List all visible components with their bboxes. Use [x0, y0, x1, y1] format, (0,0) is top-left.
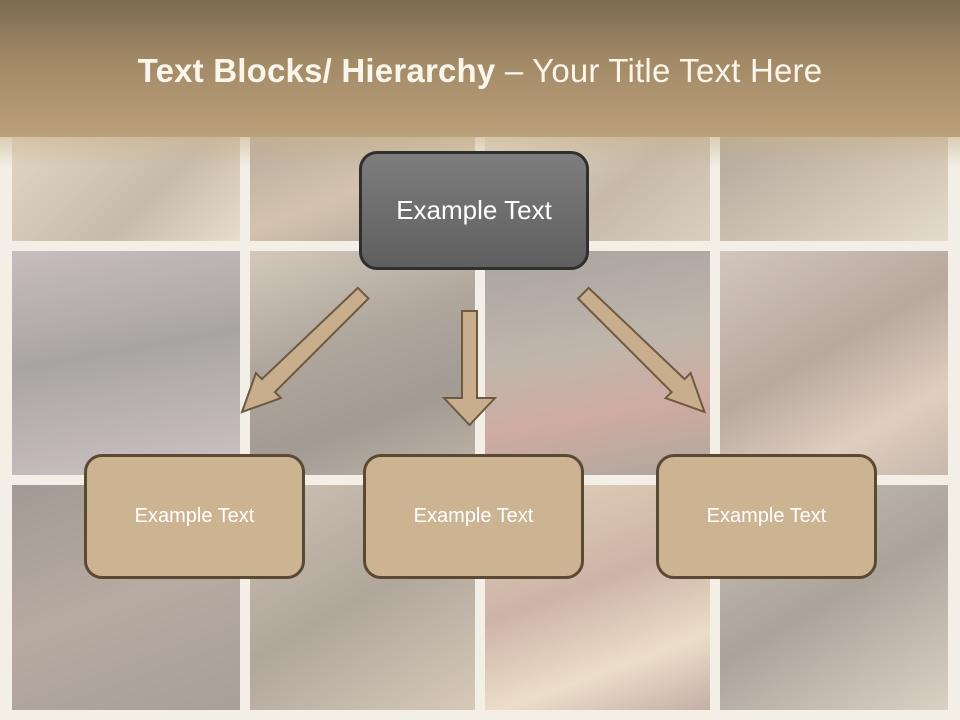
- photo-tile: [720, 251, 948, 475]
- child-box-label: Example Text: [134, 505, 255, 527]
- photo-tile: [12, 251, 240, 475]
- top-level-box: Example Text: [359, 151, 589, 270]
- child-box-right: Example Text: [656, 454, 877, 579]
- slide-title: Text Blocks/ Hierarchy – Your Title Text…: [0, 52, 960, 90]
- child-box-label: Example Text: [413, 505, 534, 527]
- title-bold-part: Text Blocks/ Hierarchy: [137, 52, 496, 89]
- photo-tile: [250, 251, 475, 475]
- child-box-left: Example Text: [84, 454, 305, 579]
- child-box-label: Example Text: [706, 505, 827, 527]
- top-level-box-label: Example Text: [396, 195, 552, 225]
- title-band: [0, 0, 960, 137]
- child-box-center: Example Text: [363, 454, 584, 579]
- photo-tile: [485, 251, 710, 475]
- title-rest-part: – Your Title Text Here: [495, 52, 823, 89]
